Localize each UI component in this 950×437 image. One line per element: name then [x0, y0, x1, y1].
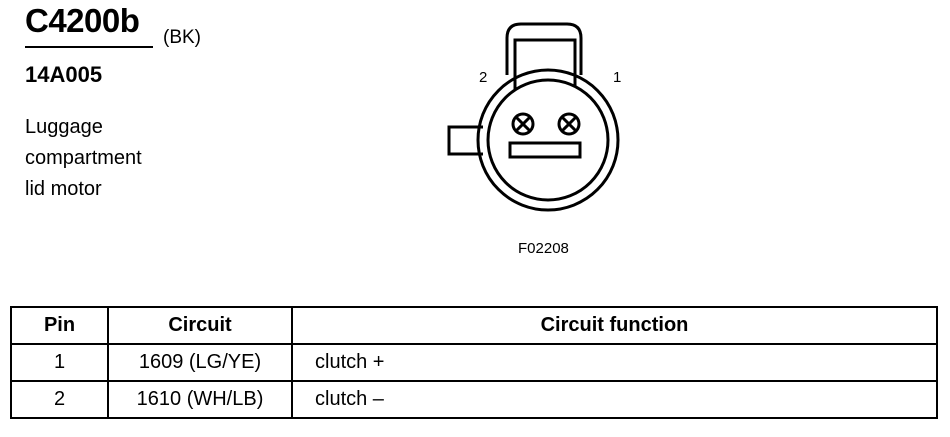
connector-key-slot	[508, 141, 582, 159]
connector-face-diagram: 2 1	[447, 22, 621, 212]
connector-latch	[505, 22, 583, 75]
description-line: compartment	[25, 147, 142, 169]
connector-id-underline	[25, 46, 153, 48]
connector-side-tab	[447, 125, 483, 156]
description-line: Luggage	[25, 116, 103, 138]
figure-code: F02208	[518, 240, 569, 257]
header-circuit-function: Circuit function	[291, 306, 938, 345]
pin-label-2: 2	[479, 69, 487, 86]
connector-face	[486, 78, 610, 202]
part-number: 14A005	[25, 62, 103, 87]
pin-cavity-1	[557, 112, 581, 136]
table-header-row: Pin Circuit Circuit function	[10, 306, 938, 345]
header-circuit: Circuit	[107, 306, 293, 345]
cell-pin: 1	[10, 343, 109, 382]
cell-pin: 2	[10, 380, 109, 419]
pin-cavity-2	[511, 112, 535, 136]
connector-id: C4200b	[25, 2, 140, 39]
table-row: 1 1609 (LG/YE) clutch +	[10, 343, 938, 382]
pin-label-1: 1	[613, 69, 621, 86]
connector-color: (BK)	[163, 27, 201, 48]
header-pin: Pin	[10, 306, 109, 345]
cell-function: clutch –	[291, 380, 938, 419]
description-line: lid motor	[25, 178, 102, 200]
cell-circuit: 1610 (WH/LB)	[107, 380, 293, 419]
table-row: 2 1610 (WH/LB) clutch –	[10, 380, 938, 419]
pinout-table: Pin Circuit Circuit function 1 1609 (LG/…	[10, 306, 938, 419]
component-description: Luggage compartment lid motor	[25, 112, 225, 205]
connector-shell	[476, 68, 620, 212]
cell-function: clutch +	[291, 343, 938, 382]
cell-circuit: 1609 (LG/YE)	[107, 343, 293, 382]
